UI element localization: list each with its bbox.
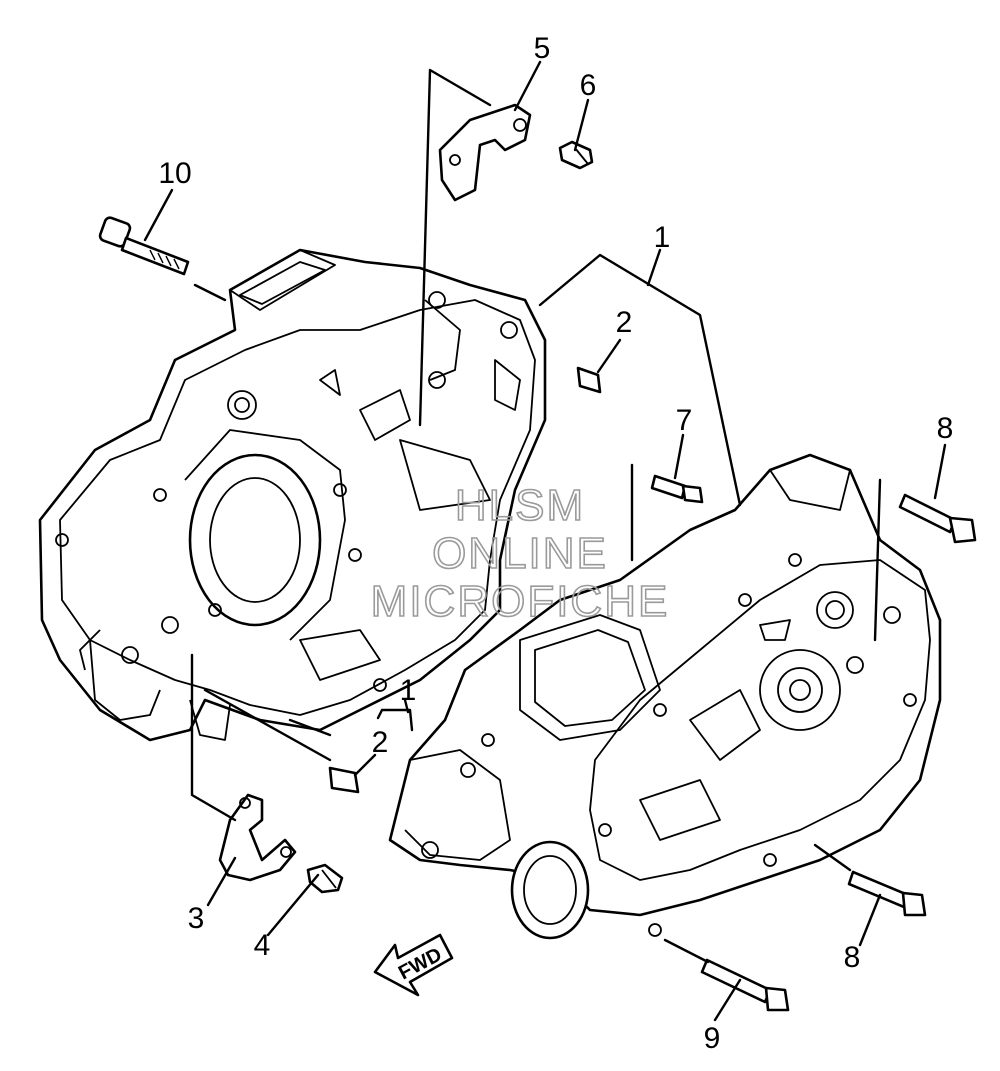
callout-5: 5	[534, 32, 551, 65]
callout-2-lower: 2	[372, 726, 389, 759]
screw-lower	[306, 863, 344, 894]
callout-labels: 5 6 10 1 2 7 8 1 2 3 4 8 9	[158, 32, 953, 1055]
callout-1-lower: 1	[400, 674, 417, 707]
dowel-pin-lower	[328, 766, 360, 794]
leader-lines	[143, 60, 947, 1022]
callout-10: 10	[158, 157, 191, 190]
left-crankcase-half	[38, 248, 547, 742]
callout-9: 9	[704, 1022, 721, 1055]
screw-upper	[558, 140, 594, 170]
bolt-9	[700, 958, 790, 1012]
dowel-pin-upper	[576, 366, 602, 394]
callout-8-lower: 8	[844, 941, 861, 974]
bolt-7	[650, 474, 704, 504]
callout-8-upper: 8	[937, 412, 954, 445]
callout-3: 3	[188, 902, 205, 935]
long-bolt-upper-left	[98, 216, 190, 276]
watermark-line-1: HLSM	[455, 481, 585, 530]
bolt-8-lower	[847, 870, 927, 917]
bolt-8-upper	[898, 493, 977, 544]
right-crankcase-half	[388, 453, 942, 940]
callout-6: 6	[580, 69, 597, 102]
bracket-plate-lower	[218, 793, 297, 882]
forward-direction-arrow: FWD	[373, 933, 454, 997]
callout-1-upper: 1	[654, 221, 671, 254]
callout-7: 7	[676, 404, 693, 437]
watermark: HLSM ONLINE MICROFICHE	[370, 480, 670, 627]
bracket-plate-upper	[438, 103, 532, 202]
watermark-line-2: ONLINE	[432, 529, 608, 578]
callout-4: 4	[254, 929, 271, 962]
callout-2-upper: 2	[616, 306, 633, 339]
watermark-line-3: MICROFICHE	[371, 577, 670, 626]
